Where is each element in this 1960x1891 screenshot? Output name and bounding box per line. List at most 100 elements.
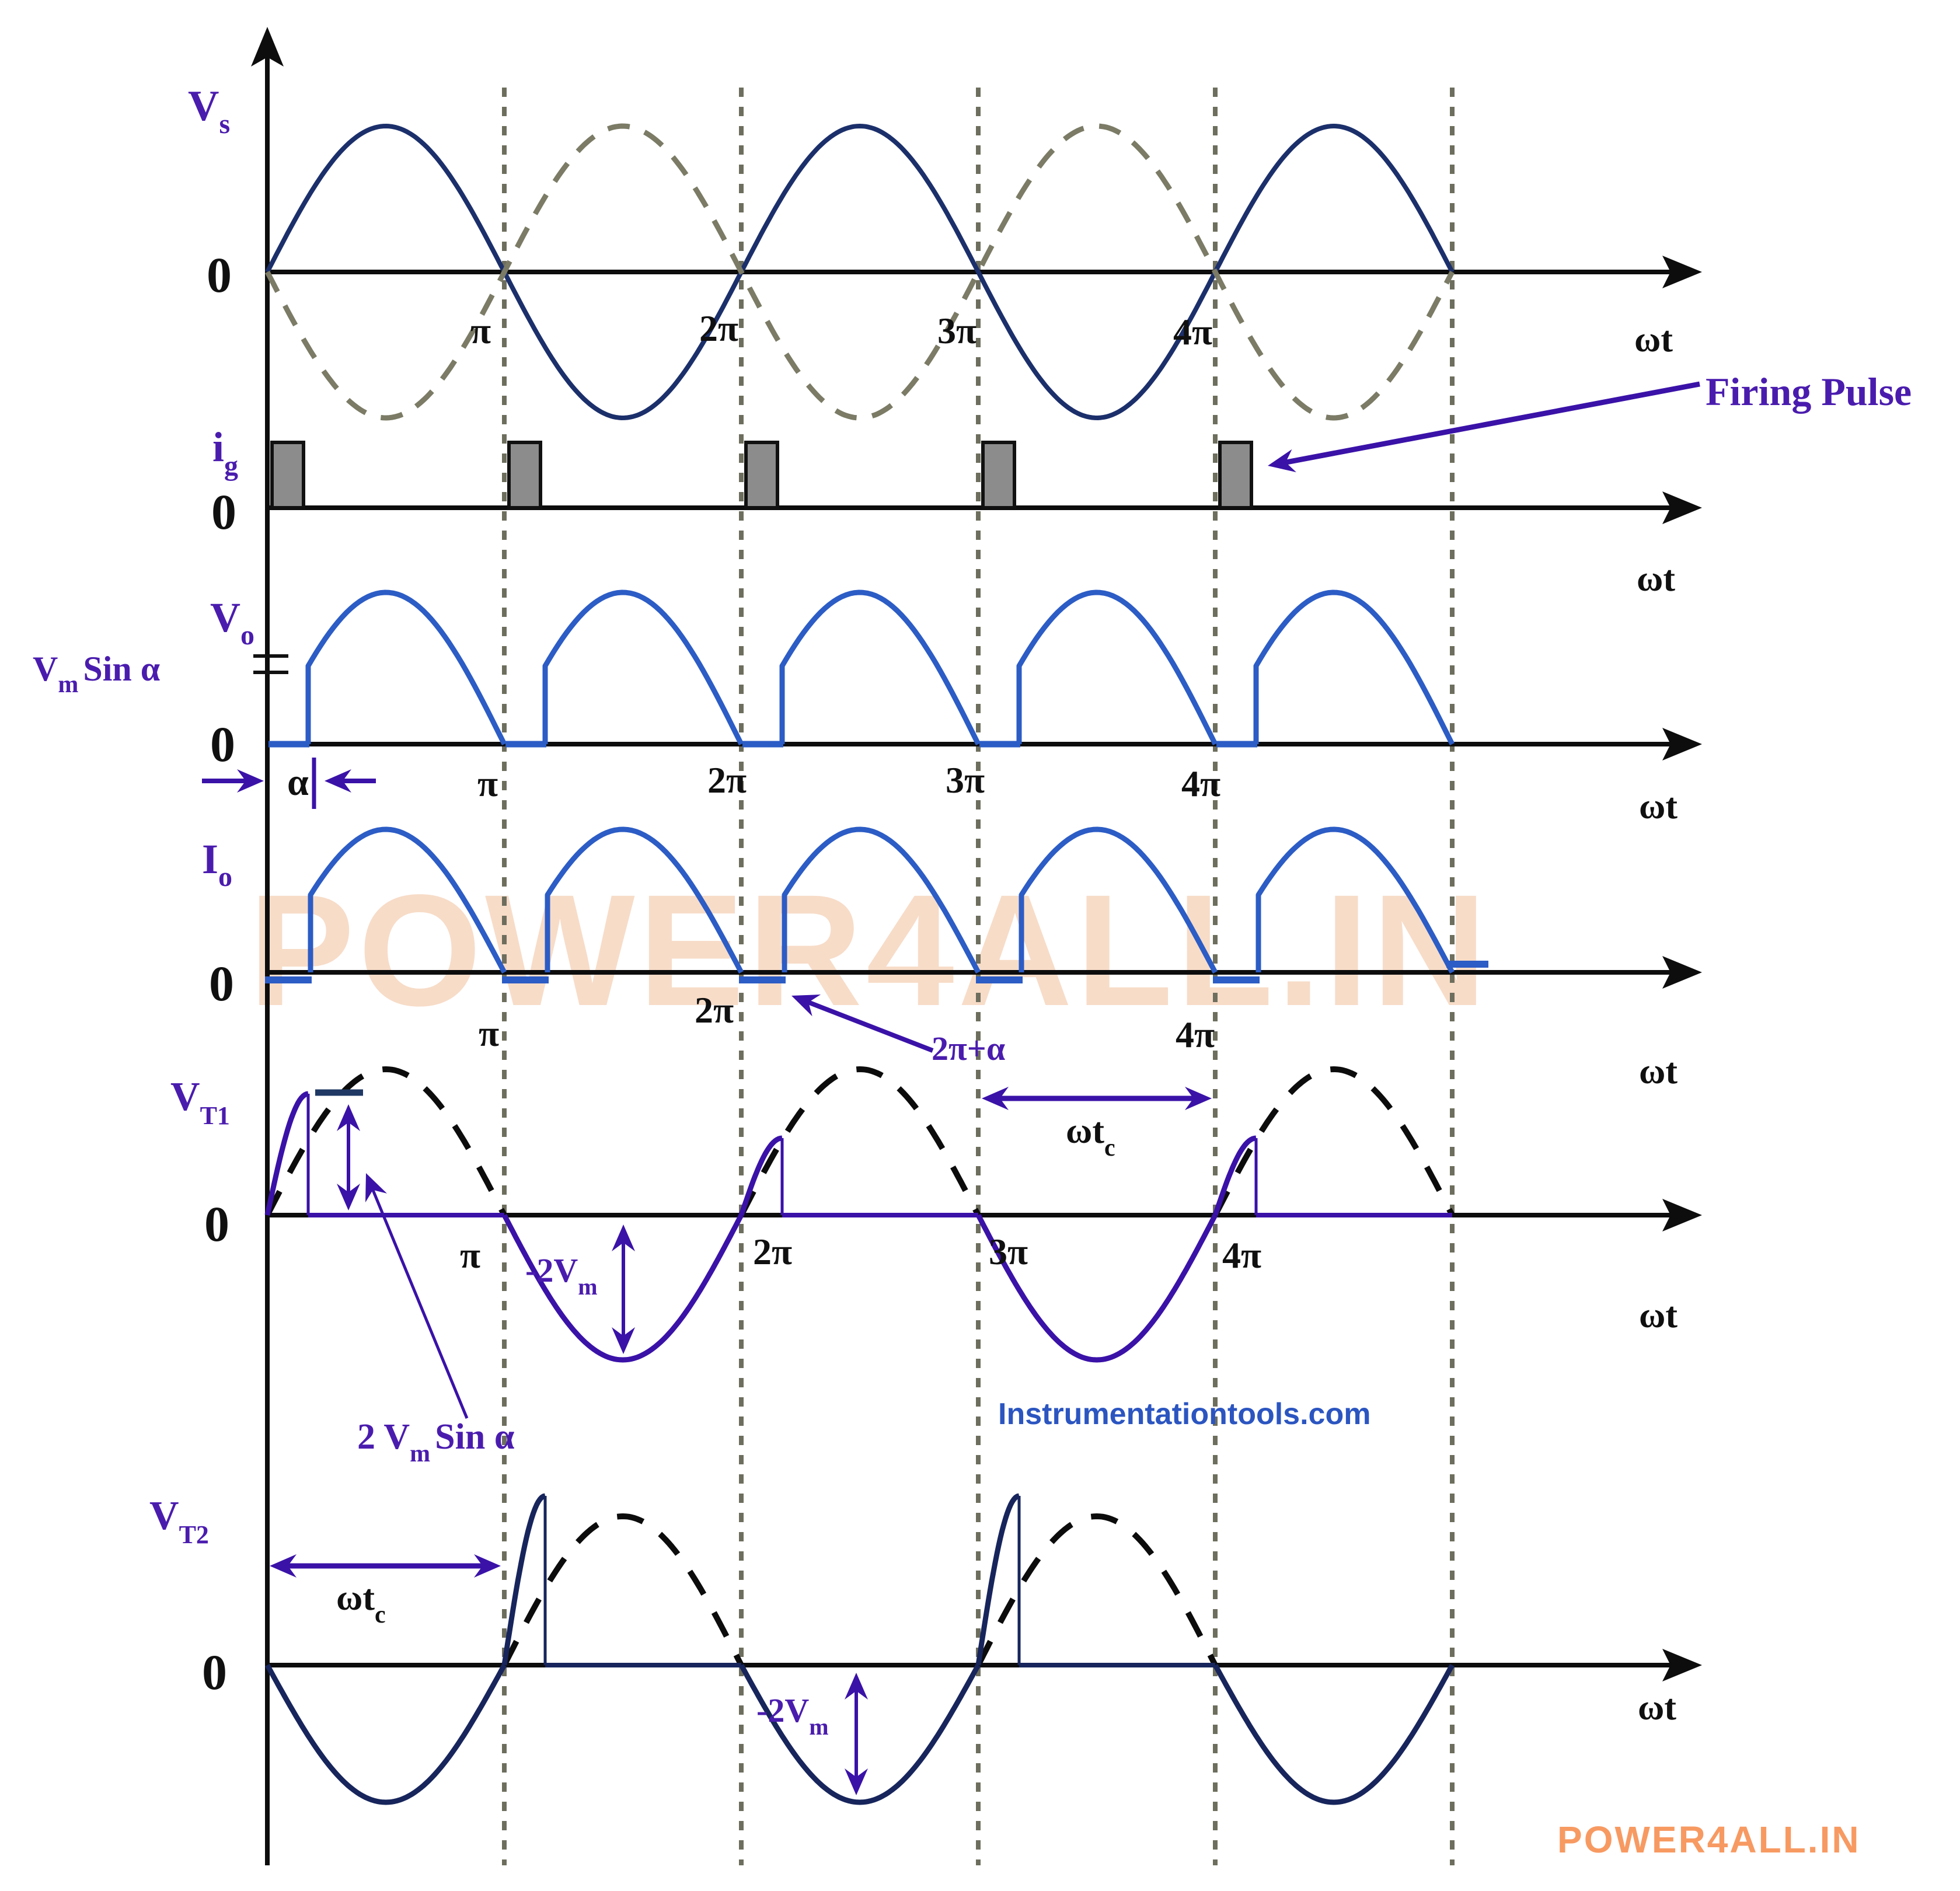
io-hump-1 xyxy=(308,826,507,974)
row-label-io: Io xyxy=(202,836,232,892)
omega-t-label-vs: ωt xyxy=(1634,320,1673,360)
vt1-negative-hump-3 xyxy=(976,1213,1218,1363)
x-axis-arrowhead-row3 xyxy=(1662,728,1702,760)
zero-label-io: 0 xyxy=(209,955,234,1011)
vt1-lead-arc-0 xyxy=(264,1091,309,1216)
tick-4pi-io: 4π xyxy=(1176,1014,1215,1055)
vt2-negative-hump-2 xyxy=(739,1663,981,1805)
alpha-label: α xyxy=(287,761,309,804)
row-label-vt1: VT1 xyxy=(170,1074,230,1130)
arrowhead xyxy=(982,1087,1009,1110)
tick-2pi-vs: 2π xyxy=(699,308,738,349)
row-label-ig: ig xyxy=(212,424,238,482)
io-hump-3 xyxy=(782,826,981,974)
omega-t-label-io: ωt xyxy=(1639,1052,1677,1091)
watermark-text: POWER4ALL.IN xyxy=(249,861,1490,1039)
firing-pulse-4 xyxy=(981,441,1016,510)
two-pi-plus-alpha-arrow xyxy=(804,999,934,1053)
tick-4pi-vs: 4π xyxy=(1173,311,1212,353)
y-axis-arrowhead xyxy=(251,27,284,67)
vt2-lead-arc-1 xyxy=(501,1493,546,1666)
brand-text: POWER4ALL.IN xyxy=(1557,1819,1861,1861)
zero-label-vt1: 0 xyxy=(204,1196,229,1252)
tick-pi-io: π xyxy=(479,1013,499,1054)
io-hump-2 xyxy=(545,826,744,974)
arrowhead xyxy=(612,1327,635,1354)
omega-t-label-ig: ωt xyxy=(1637,559,1675,599)
arrowhead xyxy=(365,1173,388,1203)
arrowhead xyxy=(337,1104,360,1131)
io-hump-5 xyxy=(1255,826,1455,974)
minus-2vm-label-vt2: -2Vm xyxy=(756,1691,829,1740)
vo-hump-3 xyxy=(779,589,981,746)
x-axis-arrowhead-row1 xyxy=(1662,256,1702,288)
x-axis-arrowhead-row6 xyxy=(1662,1649,1702,1681)
omega-tc-label-vt1: ωtc xyxy=(1066,1111,1115,1161)
arrowhead xyxy=(845,1768,868,1795)
firing-pulse-1 xyxy=(270,441,305,510)
tick-2pi-vt1: 2π xyxy=(753,1231,792,1272)
tick-3pi-vs: 3π xyxy=(937,310,976,351)
omega-t-label-vt1: ωt xyxy=(1639,1296,1677,1335)
arrowhead xyxy=(474,1554,501,1578)
firing-pulse-arrow xyxy=(1282,381,1700,466)
zero-label-vs: 0 xyxy=(207,247,232,303)
zero-label-vo: 0 xyxy=(210,716,235,772)
vo-hump-1 xyxy=(305,589,507,746)
vt2-dashed-hump-3 xyxy=(975,1513,1218,1667)
minus-2vm-label-vt1: -2Vm xyxy=(525,1251,598,1300)
row-label-vs: Vs xyxy=(188,82,230,139)
two-pi-plus-alpha-label: 2π+α xyxy=(932,1030,1005,1067)
vo-hump-4 xyxy=(1016,589,1218,746)
tick-pi-vs: π xyxy=(470,310,491,351)
arrowhead xyxy=(791,995,821,1017)
tick-3pi-vt1: 3π xyxy=(989,1231,1028,1272)
arrowhead xyxy=(612,1224,635,1251)
row-label-vo: Vo xyxy=(210,594,254,651)
vt2-negative-hump-0 xyxy=(265,1663,507,1805)
vs-solid-sine xyxy=(265,124,1455,420)
zero-label-vt2: 0 xyxy=(202,1644,227,1700)
arrowhead xyxy=(1268,449,1296,473)
arrowhead xyxy=(237,769,264,793)
arrowhead xyxy=(270,1554,297,1578)
tick-pi-vo: π xyxy=(477,763,498,804)
vt1-dashed-hump-0 xyxy=(264,1066,507,1217)
vo-hump-5 xyxy=(1253,589,1455,746)
vt1-dashed-hump-4 xyxy=(1212,1066,1455,1217)
vs-dashed-mirror-sine xyxy=(265,123,1455,421)
row-label-vt2: VT2 xyxy=(149,1494,209,1549)
arrowhead xyxy=(1185,1087,1212,1110)
x-axis-arrowhead-row2 xyxy=(1662,491,1702,524)
vt1-lead-arc-4 xyxy=(1212,1135,1257,1216)
omega-tc-label-vt2: ωtc xyxy=(336,1578,386,1628)
vt1-dashed-hump-2 xyxy=(738,1066,981,1217)
tick-pi-vt1: π xyxy=(460,1234,480,1276)
firing-pulse-label: Firing Pulse xyxy=(1706,369,1912,414)
x-axis-arrowhead-row4 xyxy=(1662,956,1702,989)
omega-t-label-vt2: ωt xyxy=(1638,1688,1676,1728)
waveform-layer xyxy=(253,123,1488,1805)
two-vm-sin-alpha-pointer xyxy=(370,1187,469,1419)
arrowhead xyxy=(337,1184,360,1210)
firing-pulse-5 xyxy=(1218,441,1253,510)
vt2-dashed-hump-1 xyxy=(501,1513,744,1667)
vo-hump-2 xyxy=(542,589,744,746)
omega-t-label-vo: ωt xyxy=(1639,787,1677,826)
tick-4pi-vo: 4π xyxy=(1181,763,1220,804)
credit-text: Instrumentationtools.com xyxy=(998,1397,1370,1431)
x-axis-arrowhead-row5 xyxy=(1662,1199,1702,1231)
tick-4pi-vt1: 4π xyxy=(1222,1234,1261,1276)
arrowhead xyxy=(845,1673,868,1700)
tick-2pi-vo: 2π xyxy=(707,759,747,801)
annotation-layer xyxy=(202,381,1700,1795)
io-hump-4 xyxy=(1019,826,1218,974)
vt2-negative-hump-4 xyxy=(1213,1663,1455,1805)
zero-label-ig: 0 xyxy=(211,484,236,540)
arrowhead xyxy=(325,769,351,793)
vt1-negative-hump-1 xyxy=(502,1213,744,1363)
tick-3pi-vo: 3π xyxy=(946,759,985,801)
